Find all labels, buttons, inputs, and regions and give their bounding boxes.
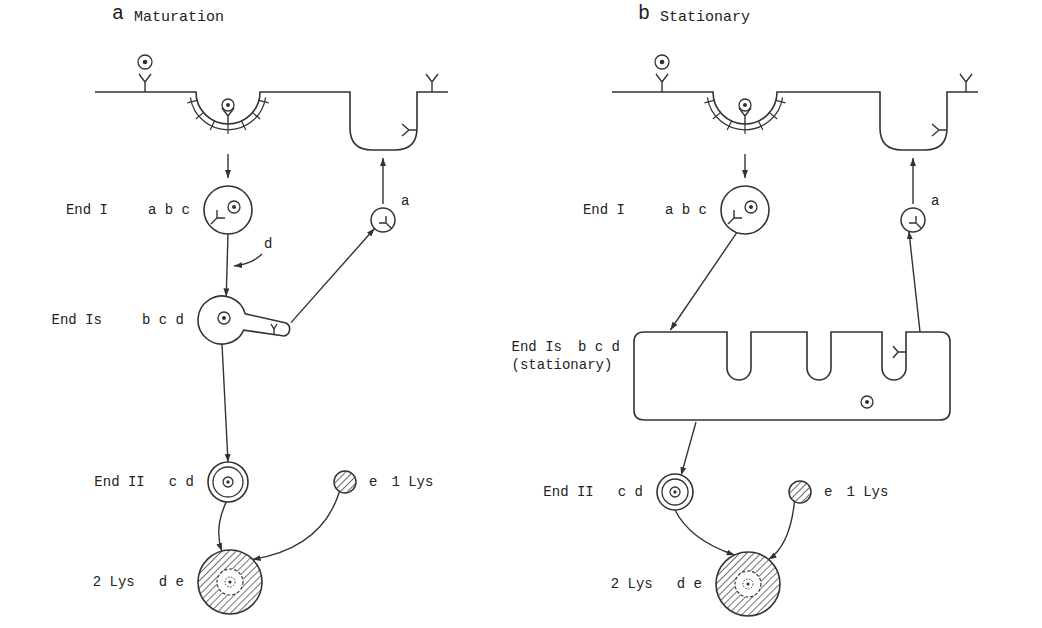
transport-arrow — [769, 502, 795, 560]
panel-label: Maturation — [134, 9, 224, 27]
compartment-label: End II — [543, 483, 593, 501]
ligand-symbol — [138, 55, 234, 111]
node-label-group: a — [931, 192, 939, 210]
label-row: End I a b c — [583, 201, 707, 219]
compartment-label: End I — [66, 201, 108, 219]
transport-arrow — [675, 510, 735, 555]
label-row: e 1 Lys — [824, 483, 888, 501]
node-label-group: 2 Lys d e — [93, 573, 184, 591]
primary-lysosome-outline — [788, 480, 812, 504]
transport-arrow — [291, 229, 375, 323]
compartment-label: b c d — [578, 338, 620, 356]
primary-lysosome: e1 Lys — [788, 480, 812, 504]
label-row: a — [401, 192, 409, 210]
recycling-vesicle: a — [369, 206, 397, 234]
compartment-label: End Is — [52, 311, 102, 329]
panel-label: b — [638, 2, 650, 26]
endosome-circle-outline — [719, 184, 771, 236]
recycling-vesicle-outline — [899, 206, 927, 234]
label-row: End II c d — [94, 473, 194, 491]
secondary-lysosome-outline — [714, 550, 782, 618]
late-endosome: End IIc d — [655, 472, 695, 512]
recycling-vesicle-outline — [369, 206, 397, 234]
late-endosome-outline — [206, 460, 250, 504]
panel-label: Stationary — [660, 9, 750, 27]
secondary-lysosome: 2 Lysd e — [714, 550, 782, 618]
transport-arrow — [226, 234, 228, 296]
label-row: End Is b c d — [52, 311, 184, 329]
transport-arrow — [670, 233, 736, 330]
compartment-label: d e — [677, 575, 702, 593]
transport-arrow — [219, 502, 227, 551]
label-row: e 1 Lys — [369, 473, 433, 491]
compartment-label: b c d — [142, 311, 184, 329]
label-row: End II c d — [543, 483, 643, 501]
flow-arrow — [744, 154, 745, 178]
component-label: d — [264, 236, 272, 253]
flow-arrow — [382, 158, 383, 204]
node-label-group: e 1 Lys — [369, 473, 433, 491]
sorting-endosome-outline — [196, 294, 296, 346]
label-row: 2 Lys d e — [93, 573, 184, 591]
plasma-membrane — [612, 92, 978, 150]
receptor-symbol — [656, 74, 972, 136]
label-row: End Is b c d — [512, 338, 620, 356]
compartment-label: c d — [618, 483, 643, 501]
compartment-label: a b c — [665, 201, 707, 219]
secondary-lysosome: 2 Lysd e — [196, 548, 264, 616]
label-row: (stationary) — [512, 356, 613, 374]
flow-arrow — [234, 254, 262, 266]
compartment-label: e — [369, 473, 377, 491]
node-label-group: End I a b c — [66, 201, 190, 219]
compartment-label: (stationary) — [512, 356, 613, 374]
primary-lysosome-outline — [333, 470, 357, 494]
stationary-endosome-outline — [632, 330, 952, 422]
compartment-label: End II — [94, 473, 144, 491]
primary-lysosome: e1 Lys — [333, 470, 357, 494]
flow-arrow — [227, 154, 228, 178]
secondary-lysosome-outline — [196, 548, 264, 616]
node-label-group: End II c d — [94, 473, 194, 491]
compartment-label: 1 Lys — [846, 483, 888, 501]
node-label-group: e 1 Lys — [824, 483, 888, 501]
endosome-circle: End Ia b c — [719, 184, 771, 236]
endosome-circle: End Ia b c — [202, 184, 254, 236]
label-row: a — [931, 192, 939, 210]
plasma-membrane — [95, 92, 448, 150]
stationary-endosome: End Isb c d(stationary) — [632, 330, 952, 422]
compartment-label: c d — [169, 473, 194, 491]
panel-label: a — [112, 2, 124, 26]
late-endosome: End IIc d — [206, 460, 250, 504]
node-label-group: End I a b c — [583, 201, 707, 219]
transport-arrow — [681, 422, 696, 475]
compartment-label: End I — [583, 201, 625, 219]
node-label-group: 2 Lys d e — [611, 575, 702, 593]
transport-arrow — [909, 231, 920, 331]
compartment-label: a — [401, 192, 409, 210]
transport-arrow — [222, 344, 228, 462]
sorting-endosome: End Isb c d — [196, 294, 296, 346]
compartment-label: 1 Lys — [391, 473, 433, 491]
label-row: End I a b c — [66, 201, 190, 219]
compartment-label: e — [824, 483, 832, 501]
compartment-label: d e — [159, 573, 184, 591]
node-label-group: End Is b c d(stationary) — [512, 338, 620, 374]
recycling-vesicle: a — [899, 206, 927, 234]
endosome-circle-outline — [202, 184, 254, 236]
late-endosome-outline — [655, 472, 695, 512]
node-label-group: End Is b c d — [52, 311, 184, 329]
compartment-label: a b c — [148, 201, 190, 219]
compartment-label: End Is — [512, 338, 562, 356]
node-label-group: End II c d — [543, 483, 643, 501]
label-row: 2 Lys d e — [611, 575, 702, 593]
compartment-label: a — [931, 192, 939, 210]
ligand-symbol — [655, 55, 751, 111]
receptor-symbol — [139, 74, 438, 136]
node-label-group: a — [401, 192, 409, 210]
compartment-label: 2 Lys — [611, 575, 653, 593]
compartment-label: 2 Lys — [93, 573, 135, 591]
flow-arrow — [912, 158, 913, 204]
transport-arrow — [253, 492, 340, 560]
